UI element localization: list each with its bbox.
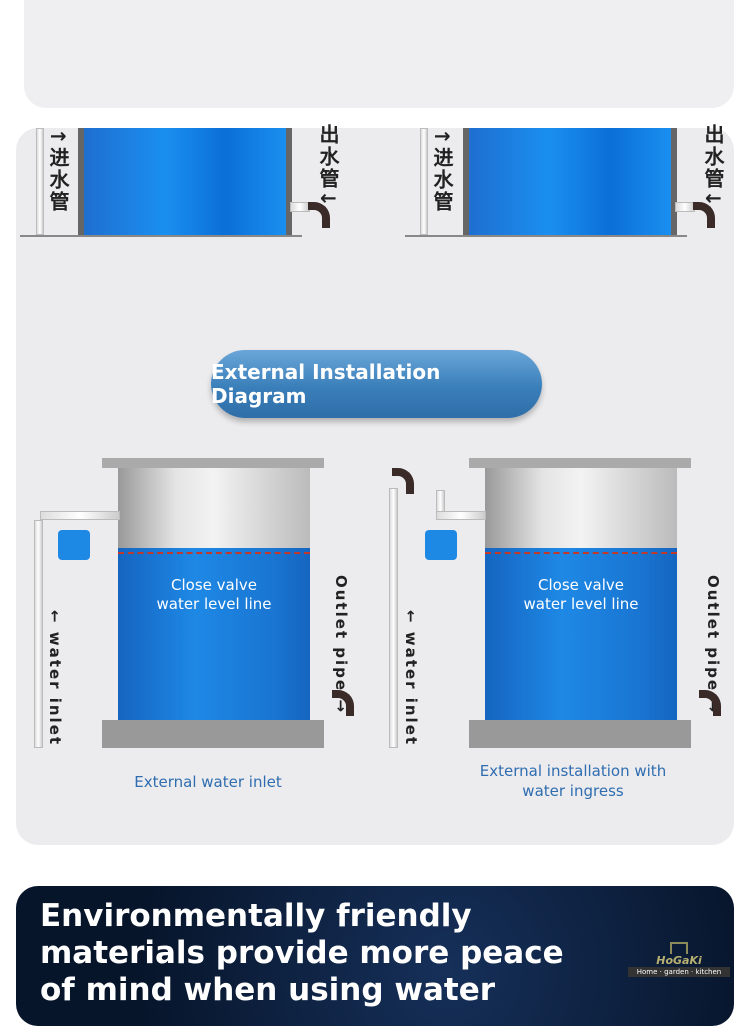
water-level-label: Close valve water level line	[523, 576, 639, 613]
inlet-pipe	[36, 128, 44, 235]
outlet-label-cn: 出水管↓	[701, 124, 725, 209]
inlet-label: ← water inlet	[46, 610, 64, 747]
outlet-label: Outlet pipe →	[704, 575, 722, 714]
banner-headline: Environmentally friendly materials provi…	[40, 898, 564, 1008]
logo-name: HoGaKi	[656, 954, 702, 967]
section-title-pill: External Installation Diagram	[211, 350, 542, 418]
ground-line	[405, 235, 687, 237]
brand-logo: HoGaKi Home · garden · kitchen	[628, 942, 730, 977]
outlet-label: Outlet pipe →	[332, 575, 350, 714]
inlet-label-cn: ↑进水管	[46, 128, 70, 213]
tank-lid	[469, 458, 691, 468]
water-level-line	[485, 552, 677, 554]
inlet-pipe-horizontal	[40, 511, 120, 520]
top-panel	[24, 0, 734, 108]
tank-crop	[78, 128, 292, 235]
inlet-pipe	[420, 128, 428, 235]
tank-body	[118, 468, 310, 548]
inlet-label: ← water inlet	[402, 610, 420, 747]
tank-base	[469, 720, 691, 748]
outlet-elbow	[699, 690, 721, 716]
tank-body	[485, 468, 677, 548]
tank-crop	[463, 128, 677, 235]
tank-water: Close valve water level line	[118, 548, 310, 720]
ground-line	[20, 235, 302, 237]
tank-water: Close valve water level line	[485, 548, 677, 720]
outlet-elbow	[693, 202, 715, 228]
outlet-elbow	[332, 690, 354, 716]
inlet-pipe-horizontal	[436, 511, 486, 520]
tank-base	[102, 720, 324, 748]
inlet-label-cn: ↑进水管	[430, 128, 454, 213]
bottom-banner: Environmentally friendly materials provi…	[16, 886, 734, 1026]
section-title: External Installation Diagram	[211, 360, 441, 408]
float-valve	[425, 530, 457, 560]
inlet-pipe-drop	[436, 490, 445, 512]
outlet-label-cn: 出水管↓	[316, 124, 340, 209]
inlet-pipe	[389, 488, 398, 748]
outlet-elbow	[308, 202, 330, 228]
float-valve	[58, 530, 90, 560]
inlet-pipe	[34, 520, 43, 748]
logo-tagline: Home · garden · kitchen	[628, 967, 730, 977]
outlet-pipe	[675, 202, 695, 212]
outlet-pipe	[290, 202, 310, 212]
inlet-elbow	[392, 468, 414, 494]
diagram-caption: External water inlet	[134, 773, 282, 791]
diagram-caption: External installation with water ingress	[479, 762, 667, 800]
water-level-label: Close valve water level line	[156, 576, 272, 613]
logo-house-icon	[670, 942, 688, 954]
water-level-line	[118, 552, 310, 554]
tank-lid	[102, 458, 324, 468]
